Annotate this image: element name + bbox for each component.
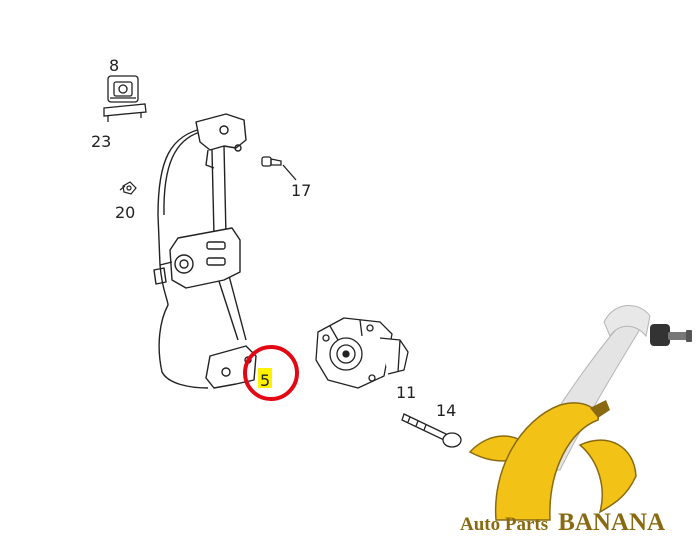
callout-label-8: 8 — [109, 56, 119, 75]
part-window-motor-11 — [315, 317, 409, 389]
callout-label-14: 14 — [436, 401, 456, 420]
callout-label-20: 20 — [115, 203, 135, 222]
callout-5-highlight — [258, 368, 272, 388]
part-small-clip-20 — [119, 181, 137, 195]
callout-label-23: 23 — [91, 132, 111, 151]
callout-5-highlight-ring — [243, 345, 299, 401]
part-clip-8 — [107, 75, 139, 103]
watermark-banana-icon — [468, 400, 637, 521]
callout-label-11: 11 — [396, 383, 416, 402]
part-bolt-14 — [401, 413, 462, 448]
callout-label-17: 17 — [291, 181, 311, 200]
part-bracket-23 — [103, 103, 147, 122]
callout-label-5: 5 — [260, 371, 270, 390]
watermark-prefix: Auto Parts — [460, 514, 548, 535]
watermark-brand: BANANA — [558, 509, 665, 536]
watermark-text: Auto Parts BANANA — [460, 509, 665, 536]
part-pin-17 — [261, 156, 297, 181]
window-regulator-frame-5 — [153, 113, 257, 389]
